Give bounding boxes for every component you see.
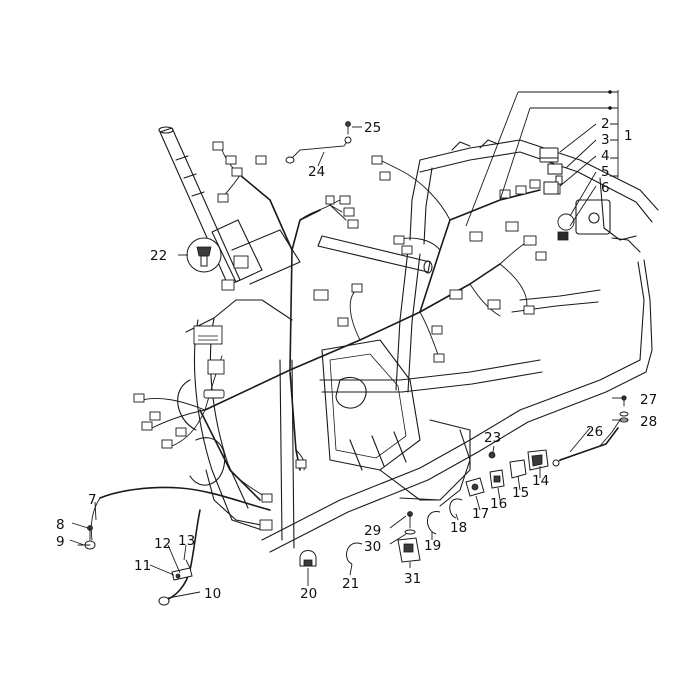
callout-28: 28 [640, 414, 657, 430]
callout-29: 29 [364, 523, 381, 539]
callout-3: 3 [601, 132, 610, 148]
leader-lines [69, 90, 628, 599]
callout-26: 26 [586, 424, 603, 440]
callout-25: 25 [364, 120, 381, 136]
callout-21: 21 [342, 576, 359, 592]
callout-labels: 1 2 3 4 5 6 7 8 9 10 11 12 13 14 15 16 1… [56, 116, 657, 602]
callout-6: 6 [601, 180, 610, 196]
callout-12: 12 [154, 536, 171, 552]
callout-22: 22 [150, 248, 167, 264]
callout-4: 4 [601, 148, 610, 164]
callout-11: 11 [134, 558, 151, 574]
callout-30: 30 [364, 539, 381, 555]
callout-19: 19 [424, 538, 441, 554]
callout-15: 15 [512, 485, 529, 501]
callout-13: 13 [178, 533, 195, 549]
callout-16: 16 [490, 496, 507, 512]
callout-2: 2 [601, 116, 610, 132]
callout-9: 9 [56, 534, 65, 550]
callout-18: 18 [450, 520, 467, 536]
callout-24: 24 [308, 164, 325, 180]
callout-1: 1 [624, 128, 633, 144]
callout-7: 7 [88, 492, 97, 508]
callout-10: 10 [204, 586, 221, 602]
callout-17: 17 [472, 506, 489, 522]
callout-23: 23 [484, 430, 501, 446]
wiring-harness [90, 141, 575, 601]
parts-set [77, 121, 629, 606]
chassis-frame [158, 126, 659, 553]
callout-5: 5 [601, 164, 610, 180]
callout-31: 31 [404, 571, 421, 587]
callout-27: 27 [640, 392, 657, 408]
callout-8: 8 [56, 517, 65, 533]
callout-20: 20 [300, 586, 317, 602]
callout-14: 14 [532, 473, 549, 489]
